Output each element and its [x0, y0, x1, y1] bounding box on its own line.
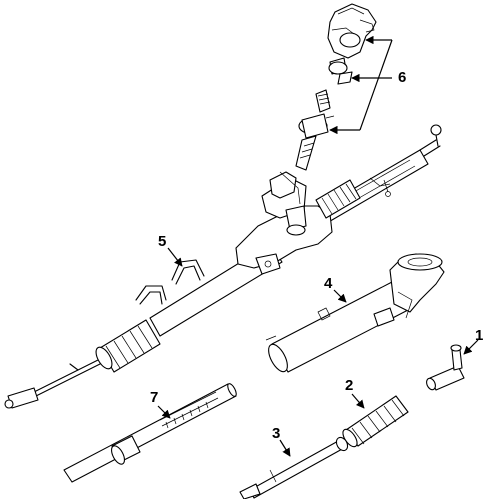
steering-gear-rack: [4, 124, 442, 409]
callout-2: 2: [345, 377, 353, 394]
callout-6: 6: [398, 69, 406, 86]
callout-5: 5: [158, 233, 166, 250]
callout-4: 4: [324, 275, 333, 292]
outer-tie-rod-end: [426, 344, 465, 391]
steering-rack: [63, 383, 237, 483]
inner-tie-rod: [239, 436, 349, 499]
rack-housing: [265, 253, 445, 373]
callout-1: 1: [475, 327, 483, 344]
steering-coupler-assembly: [295, 3, 377, 171]
callout-3: 3: [272, 425, 280, 442]
rack-boot: [342, 395, 409, 448]
callout-leaders: [157, 35, 479, 457]
callout-7: 7: [150, 389, 158, 406]
